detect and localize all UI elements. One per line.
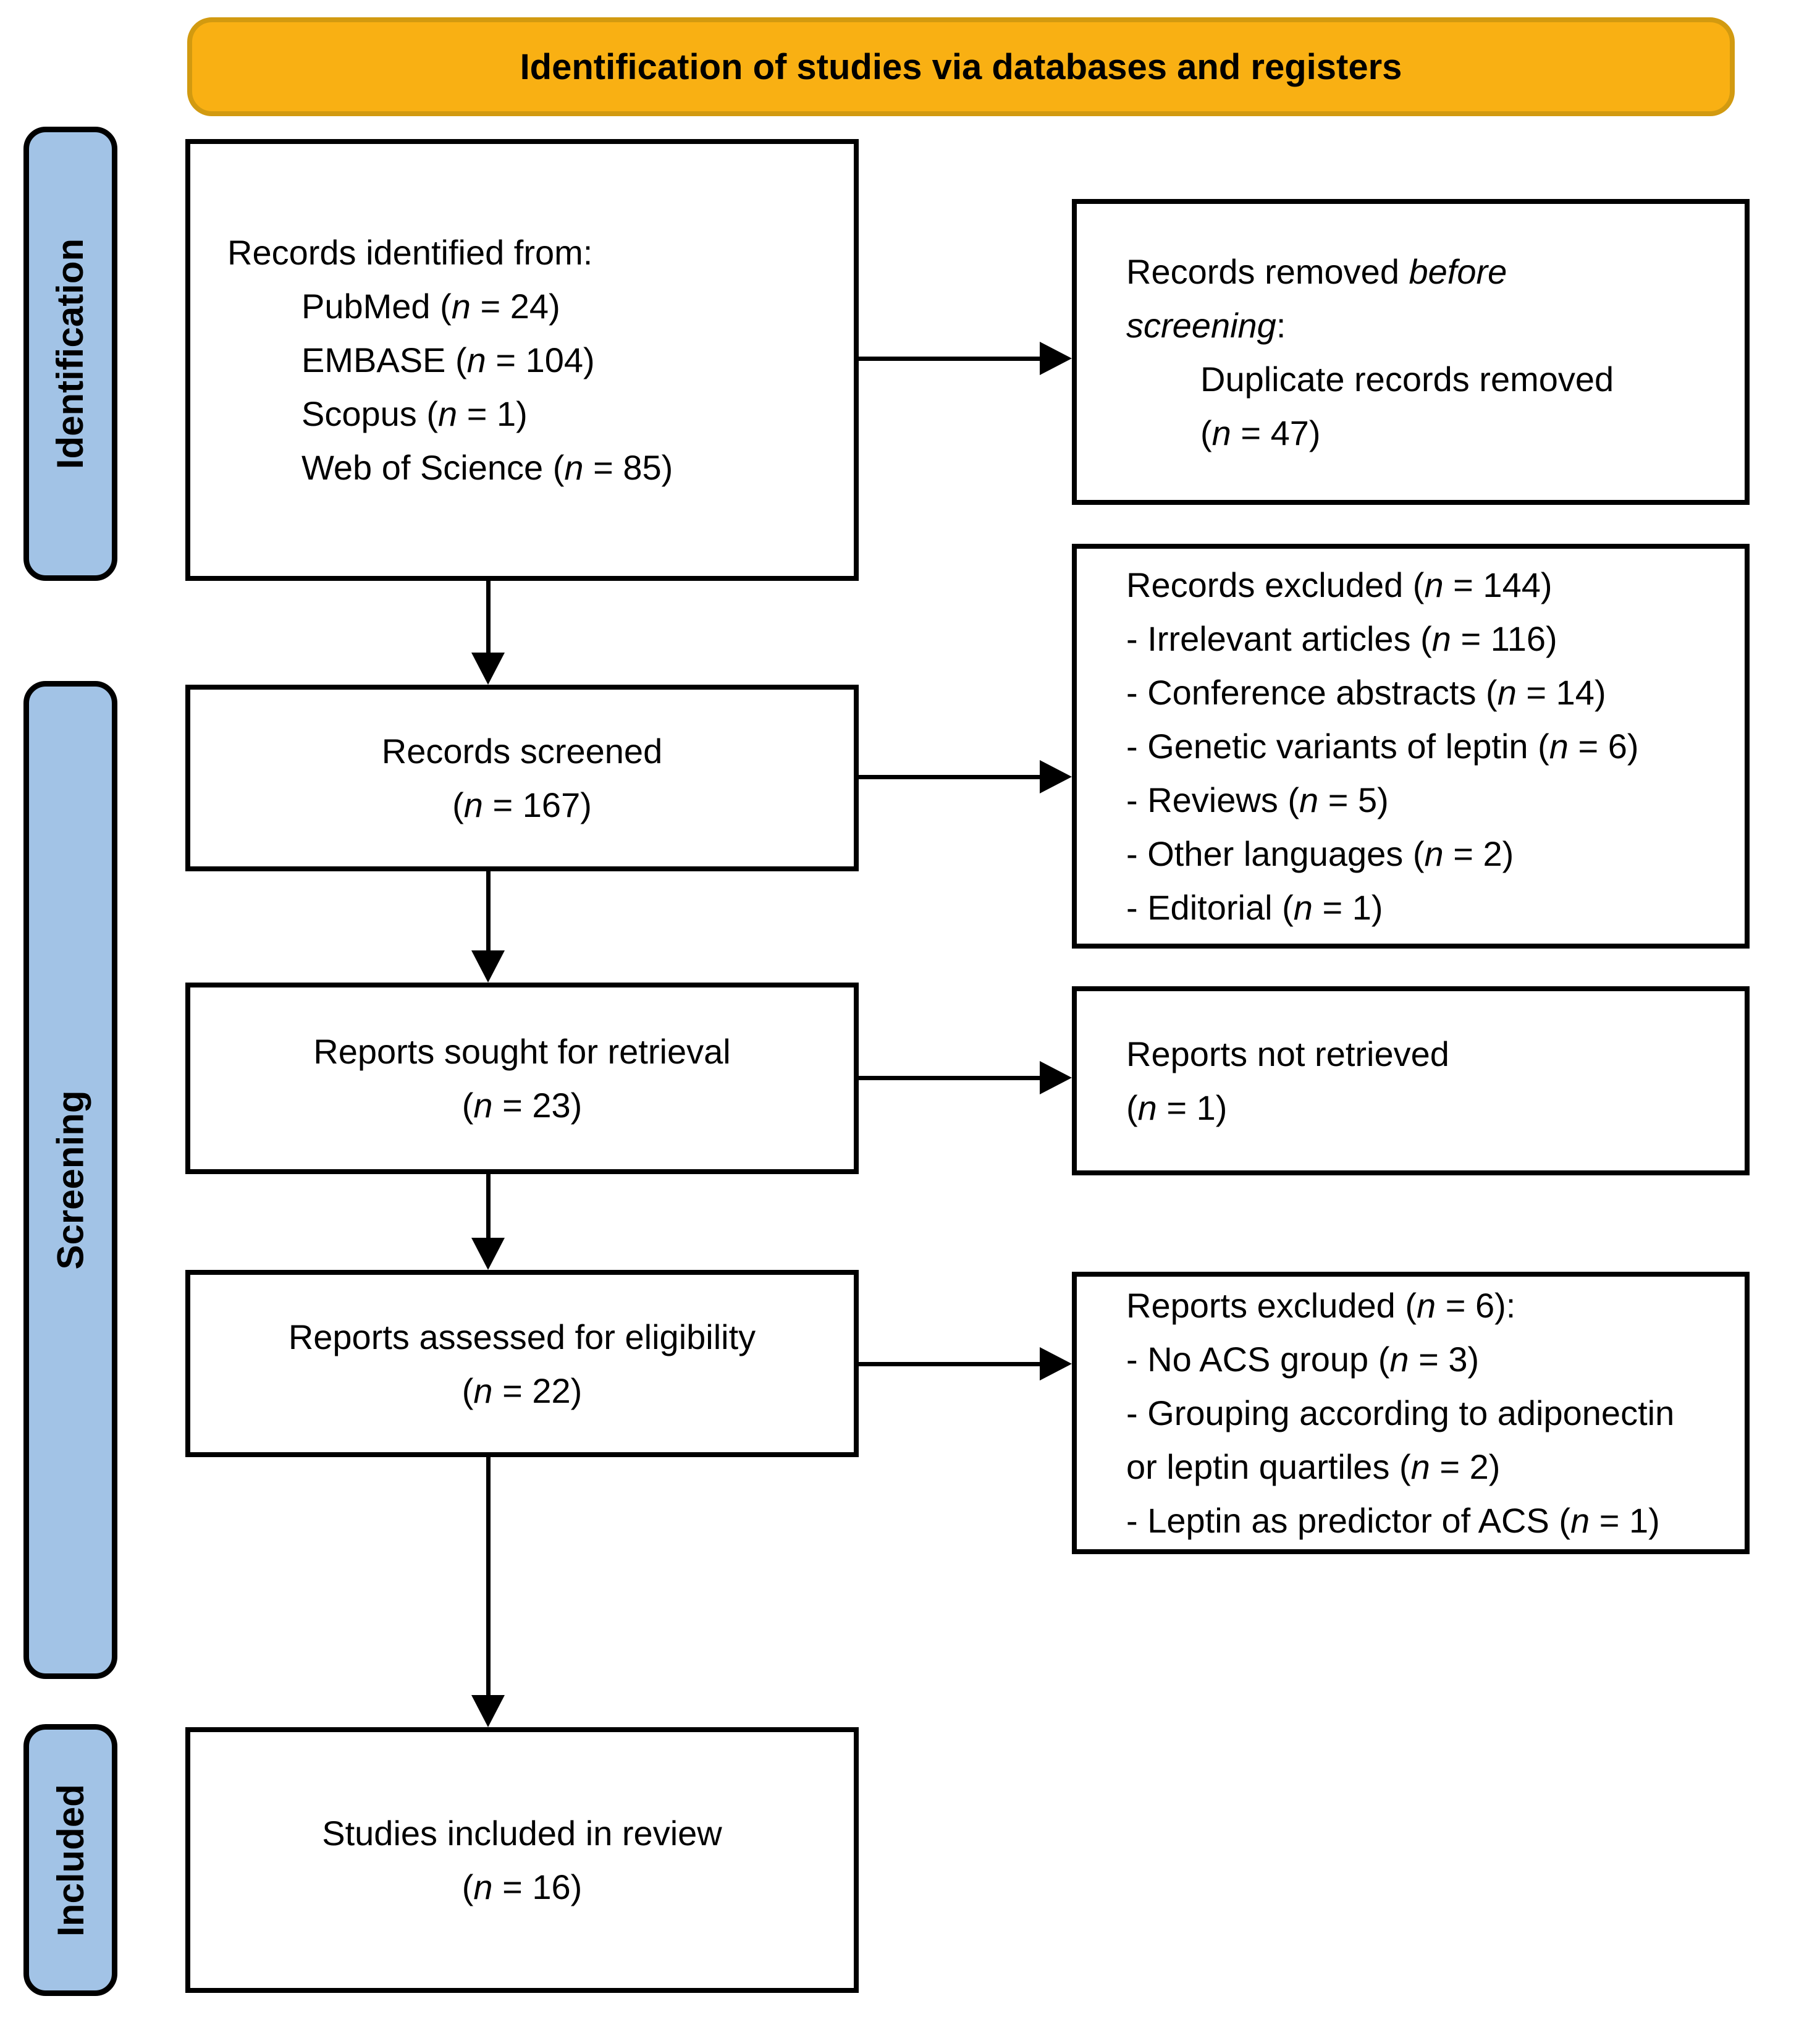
text-line: Reports excluded (n = 6):: [1126, 1286, 1516, 1325]
text-line: (n = 22): [461, 1371, 583, 1410]
arrow-identified-to-removed: [859, 342, 1072, 375]
text-line: EMBASE (n = 104): [301, 340, 595, 379]
text-line: or leptin quartiles (n = 2): [1126, 1447, 1501, 1486]
stage-label-included: Included: [49, 1783, 91, 1937]
arrow-screened-to-excluded: [859, 760, 1072, 793]
text-line: (n = 167): [452, 785, 592, 824]
text-line: Duplicate records removed: [1200, 359, 1614, 399]
box-reports-excluded: Reports excluded (n = 6): - No ACS group …: [1072, 1272, 1750, 1554]
text-line: - Conference abstracts (n = 14): [1126, 673, 1606, 712]
text-line: Reports assessed for eligibility: [288, 1317, 756, 1356]
arrow-assessed-to-reports-excluded: [859, 1347, 1072, 1381]
box-records-screened: Records screened (n = 167): [185, 685, 859, 871]
box-reports-not-retrieved: Reports not retrieved (n = 1): [1072, 986, 1750, 1175]
text-line: screening:: [1126, 305, 1286, 345]
text-line: - Other languages (n = 2): [1126, 834, 1514, 873]
arrow-shaft: [486, 1174, 491, 1239]
stage-bar-screening: Screening: [23, 681, 117, 1679]
arrowhead-down-icon: [471, 1238, 505, 1270]
text-line: Reports sought for retrieval: [313, 1032, 731, 1071]
arrow-sought-to-not-retrieved: [859, 1061, 1072, 1094]
text-line: (n = 1): [1126, 1088, 1228, 1127]
text-line: (n = 16): [461, 1867, 583, 1906]
stage-label-identification: Identification: [49, 238, 91, 470]
text-line: PubMed (n = 24): [301, 287, 560, 326]
text-line: (n = 23): [461, 1086, 583, 1125]
text-line: Web of Science (n = 85): [301, 448, 673, 487]
arrow-sought-to-assessed: [471, 1174, 505, 1270]
header-title: Identification of studies via databases …: [520, 46, 1402, 87]
arrowhead-right-icon: [1040, 1347, 1072, 1381]
text-line: - Leptin as predictor of ACS (n = 1): [1126, 1501, 1660, 1540]
text-line: - Genetic variants of leptin (n = 6): [1126, 727, 1639, 766]
text-line: - No ACS group (n = 3): [1126, 1340, 1480, 1379]
box-records-removed-before-screening: Records removed before screening: Duplicat…: [1072, 199, 1750, 505]
text-line: (n = 47): [1200, 413, 1321, 452]
stage-bar-included: Included: [23, 1724, 117, 1996]
text-line: Records screened: [381, 732, 663, 771]
arrowhead-right-icon: [1040, 1061, 1072, 1094]
text-line: - Editorial (n = 1): [1126, 888, 1383, 927]
arrowhead-down-icon: [471, 1695, 505, 1727]
text-line: - Reviews (n = 5): [1126, 780, 1389, 819]
text-line: Records removed before: [1126, 252, 1507, 291]
stage-bar-identification: Identification: [23, 127, 117, 581]
arrow-shaft: [859, 357, 1042, 361]
box-studies-included: Studies included in review (n = 16): [185, 1727, 859, 1993]
arrow-identified-to-screened: [471, 581, 505, 685]
arrowhead-right-icon: [1040, 342, 1072, 375]
arrow-shaft: [486, 1457, 491, 1696]
arrowhead-right-icon: [1040, 760, 1072, 793]
text-line: - Irrelevant articles (n = 116): [1126, 619, 1557, 658]
arrow-shaft: [859, 1076, 1042, 1080]
text-line: - Grouping according to adiponectin: [1126, 1393, 1675, 1432]
box-records-excluded: Records excluded (n = 144) - Irrelevant a…: [1072, 544, 1750, 949]
arrow-shaft: [859, 1362, 1042, 1366]
arrow-shaft: [486, 871, 491, 952]
box-reports-sought: Reports sought for retrieval (n = 23): [185, 983, 859, 1174]
text-line: Studies included in review: [322, 1814, 722, 1853]
arrow-screened-to-sought: [471, 871, 505, 983]
text-line: Records identified from:: [227, 233, 593, 272]
text-line: Reports not retrieved: [1126, 1034, 1449, 1073]
arrow-shaft: [859, 775, 1042, 779]
arrowhead-down-icon: [471, 950, 505, 983]
box-records-identified: Records identified from: PubMed (n = 24) E…: [185, 139, 859, 581]
arrow-assessed-to-included: [471, 1457, 505, 1727]
stage-label-screening: Screening: [49, 1090, 91, 1270]
arrowhead-down-icon: [471, 653, 505, 685]
text-line: Scopus (n = 1): [301, 394, 528, 433]
text-line: Records excluded (n = 144): [1126, 565, 1552, 604]
header-banner: Identification of studies via databases …: [187, 17, 1735, 116]
box-reports-assessed: Reports assessed for eligibility (n = 22): [185, 1270, 859, 1457]
arrow-shaft: [486, 581, 491, 654]
